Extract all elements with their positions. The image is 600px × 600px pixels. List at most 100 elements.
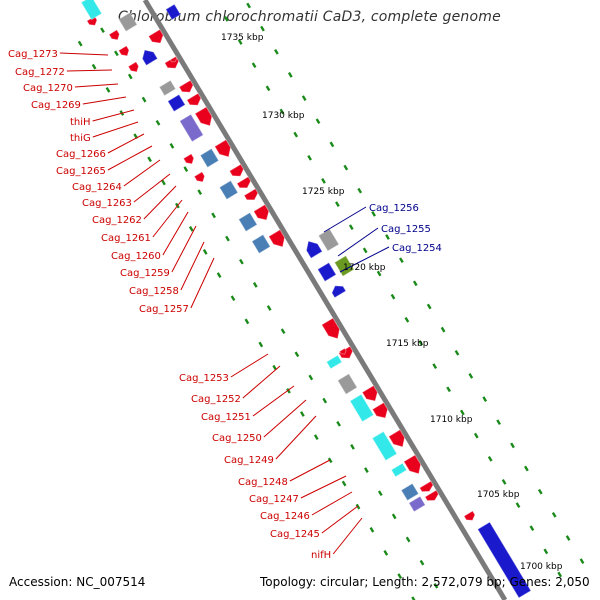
gene-forward bbox=[321, 318, 340, 339]
gene-forward bbox=[372, 402, 388, 419]
tick-mark bbox=[300, 411, 305, 417]
gene-opposite bbox=[318, 228, 339, 252]
gene-forward-highlight bbox=[236, 176, 252, 189]
tick-mark bbox=[244, 318, 250, 325]
gene-forward-highlight bbox=[243, 188, 259, 201]
tick-mark bbox=[315, 118, 321, 125]
tick-mark bbox=[557, 571, 563, 578]
leader-line bbox=[242, 365, 281, 399]
scale-label: 1720 kbp bbox=[343, 263, 386, 273]
gene-label-cag_1272: Cag_1272 bbox=[15, 67, 65, 78]
gene-forward-highlight bbox=[164, 55, 180, 69]
tick-mark bbox=[100, 27, 105, 34]
tick-mark bbox=[294, 351, 300, 358]
gene-small bbox=[183, 153, 194, 164]
gene-block bbox=[142, 49, 158, 66]
gene-forward-highlight bbox=[388, 429, 406, 448]
gene-label-cag_1263: Cag_1263 bbox=[82, 198, 132, 209]
tick-mark bbox=[127, 73, 133, 80]
gene-forward-highlight bbox=[214, 139, 232, 158]
gene-small-highlight bbox=[193, 171, 206, 183]
tick-mark bbox=[524, 465, 529, 472]
tick-mark bbox=[496, 419, 501, 426]
tick-mark bbox=[287, 72, 293, 78]
gene-long-highlight bbox=[477, 521, 532, 599]
backbone-layer bbox=[142, 0, 508, 600]
gene-label-cag_1246: Cag_1246 bbox=[260, 511, 310, 522]
tick-mark bbox=[487, 455, 493, 462]
leader-line bbox=[143, 185, 177, 220]
gene-label-cag_1260: Cag_1260 bbox=[111, 251, 161, 262]
gene-small bbox=[118, 45, 129, 56]
tick-mark bbox=[336, 420, 341, 427]
gene-label-cag_1245: Cag_1245 bbox=[270, 529, 320, 540]
gene-opposite-highlight bbox=[331, 285, 347, 299]
tick-mark bbox=[321, 178, 326, 184]
gene-small-highlight bbox=[86, 15, 98, 26]
tick-mark bbox=[313, 434, 319, 440]
tick-mark bbox=[377, 490, 383, 497]
map-title: Chlorobium chlorochromatii CaD3, complet… bbox=[118, 9, 501, 25]
gene-label-cag_1250: Cag_1250 bbox=[212, 433, 262, 444]
tick-mark bbox=[440, 326, 446, 333]
tick-mark bbox=[482, 396, 488, 402]
gene-forward bbox=[419, 481, 434, 492]
gene-block bbox=[219, 180, 238, 200]
gene-block bbox=[337, 373, 358, 395]
tick-mark bbox=[412, 280, 418, 287]
gene-opposite-highlight bbox=[333, 255, 355, 277]
gene-forward bbox=[253, 204, 269, 221]
tick-mark bbox=[197, 189, 203, 196]
tick-mark bbox=[348, 224, 354, 231]
tick-mark bbox=[468, 373, 474, 379]
gene-forward-highlight bbox=[228, 163, 245, 177]
tick-layer bbox=[77, 2, 585, 600]
tick-mark bbox=[418, 340, 424, 346]
tick-mark bbox=[383, 550, 389, 556]
scale-label: 1705 kbp bbox=[477, 490, 520, 500]
gene-forward-highlight bbox=[424, 489, 440, 502]
gene-tiny bbox=[339, 348, 347, 355]
gene-block bbox=[118, 12, 138, 32]
gene-forward bbox=[388, 429, 405, 447]
leader-line bbox=[66, 69, 113, 72]
gene-opposite bbox=[317, 262, 337, 282]
leader-line bbox=[59, 52, 109, 56]
tick-mark bbox=[141, 96, 147, 103]
leader-line bbox=[171, 225, 197, 273]
leader-line bbox=[107, 133, 145, 154]
gene-small bbox=[109, 29, 120, 40]
tick-mark bbox=[335, 201, 340, 207]
leader-line bbox=[123, 159, 161, 187]
tick-mark bbox=[362, 247, 368, 254]
tick-mark bbox=[405, 536, 411, 543]
tick-mark bbox=[246, 2, 251, 9]
leader-line bbox=[311, 491, 353, 516]
tick-mark bbox=[293, 131, 299, 138]
tick-mark bbox=[258, 341, 264, 348]
tick-mark bbox=[161, 179, 166, 186]
gene-label-cag_1252: Cag_1252 bbox=[191, 394, 241, 405]
accession-text: Accession: NC_007514 bbox=[9, 575, 146, 589]
tick-mark bbox=[404, 316, 410, 323]
topology-text: Topology: circular; Length: 2,572,079 bp… bbox=[260, 575, 590, 589]
gene-forward-highlight bbox=[403, 454, 422, 475]
tick-mark bbox=[147, 156, 152, 163]
tick-mark bbox=[91, 63, 97, 70]
tick-mark bbox=[364, 467, 369, 473]
gene-label-cag_1265: Cag_1265 bbox=[56, 166, 106, 177]
gene-label-thih: thiH bbox=[70, 117, 91, 128]
scale-label: 1715 kbp bbox=[386, 339, 429, 349]
tick-mark bbox=[225, 235, 230, 242]
leader-line bbox=[92, 109, 135, 122]
tick-mark bbox=[433, 582, 439, 589]
gene-block-highlight bbox=[349, 393, 375, 423]
gene-small-highlight bbox=[127, 61, 140, 73]
tick-mark bbox=[329, 141, 335, 148]
tick-mark bbox=[260, 25, 265, 32]
gene-forward-highlight bbox=[147, 28, 164, 44]
leader-line bbox=[252, 385, 295, 417]
tick-mark bbox=[426, 303, 432, 310]
scale-label: 1700 kbp bbox=[520, 562, 563, 572]
